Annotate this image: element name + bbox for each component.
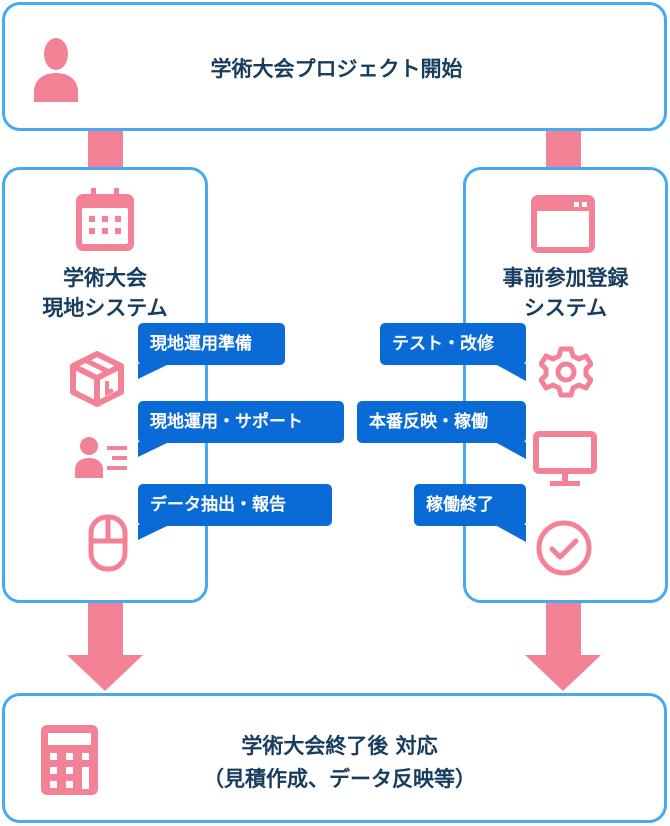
step-bubble-right-2: 本番反映・稼働 — [357, 401, 526, 443]
step-bubble-left-3: データ抽出・報告 — [138, 484, 332, 526]
browser-window-icon — [531, 195, 595, 253]
step-bubble-left-2: 現地運用・サポート — [138, 401, 344, 443]
right-system-title-line2: システム — [523, 296, 608, 320]
person-icon — [34, 38, 78, 102]
left-system-title: 学術大会 現地システム — [5, 263, 205, 323]
left-system-box: 学術大会 現地システム — [2, 167, 208, 603]
monitor-icon — [533, 431, 597, 486]
end-title-line1: 学術大会終了後 対応 — [241, 734, 438, 758]
calendar-icon — [76, 188, 134, 251]
arrow-down-right — [525, 600, 601, 691]
right-system-box: 事前参加登録 システム — [463, 167, 668, 603]
right-system-title-line1: 事前参加登録 — [502, 266, 629, 290]
left-system-title-line2: 現地システム — [42, 296, 168, 320]
start-box: 学術大会プロジェクト開始 — [2, 2, 667, 131]
right-system-title: 事前参加登録 システム — [466, 263, 665, 323]
mouse-icon — [88, 514, 128, 572]
end-box: 学術大会終了後 対応 （見積作成、データ反映等） — [2, 693, 667, 823]
connector-top-right — [546, 130, 581, 170]
gear-icon — [539, 346, 593, 398]
step-bubble-right-3: 稼働終了 — [414, 484, 526, 526]
start-title: 学術大会プロジェクト開始 — [210, 57, 463, 81]
bubble-tail — [495, 364, 526, 381]
check-circle-icon — [536, 520, 592, 576]
connector-top-left — [88, 130, 123, 170]
package-box-icon — [70, 351, 124, 407]
step-bubble-right-1: テスト・改修 — [380, 323, 526, 365]
calculator-icon — [41, 725, 98, 795]
step-bubble-left-1: 現地運用準備 — [138, 323, 285, 365]
bubble-tail — [138, 442, 169, 457]
bubble-tail — [495, 525, 526, 542]
bubble-tail — [495, 442, 526, 459]
bubble-tail — [138, 525, 169, 540]
arrow-down-left — [67, 600, 143, 691]
end-title-line2: （見積作成、データ反映等） — [203, 767, 476, 791]
left-system-title-line1: 学術大会 — [63, 266, 147, 290]
bubble-tail — [138, 364, 169, 379]
user-list-icon — [75, 437, 127, 478]
end-title: 学術大会終了後 対応 （見積作成、データ反映等） — [5, 730, 664, 796]
